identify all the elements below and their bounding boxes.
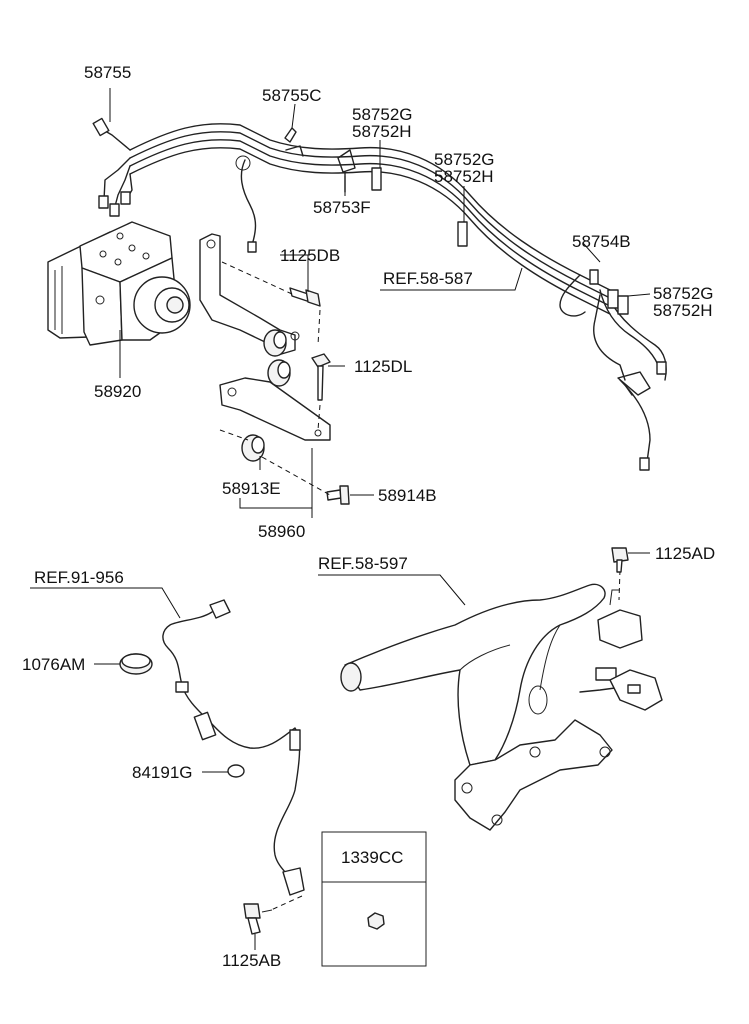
bolt-1125db-icon: [289, 287, 321, 307]
label-58752h-a: 58752H: [352, 122, 412, 141]
label-58752h-b: 58752H: [434, 167, 494, 186]
label-58960: 58960: [258, 522, 305, 541]
label-58752h-c: 58752H: [653, 301, 713, 320]
label-1125ad: 1125AD: [655, 544, 715, 563]
part-box-1339cc: [321, 831, 427, 967]
abs-bracket-icon: [199, 233, 331, 462]
label-1125ab: 1125AB: [222, 951, 281, 970]
label-58755c: 58755C: [262, 86, 322, 105]
grommet-1076am-icon: [119, 653, 153, 675]
label-ref-58-587: REF.58-587: [383, 269, 473, 288]
label-58752g-b: 58752G: [434, 150, 495, 169]
label-58755: 58755: [84, 63, 131, 82]
clip-84191g-icon: [227, 764, 245, 778]
label-58754b: 58754B: [572, 232, 631, 251]
label-1125db: 1125DB: [280, 246, 340, 265]
label-ref-91-956: REF.91-956: [34, 568, 124, 587]
label-1125dl: 1125DL: [354, 357, 412, 376]
bolt-1125ad-icon: [611, 547, 629, 573]
label-58752g-a: 58752G: [352, 105, 413, 124]
abs-hydraulic-unit-icon: [47, 221, 191, 346]
label-58752g-c: 58752G: [653, 284, 714, 303]
bolt-1125ab-icon: [243, 903, 273, 935]
parking-brake-lever-icon: [340, 583, 663, 831]
bolt-1125dl-icon: [311, 353, 331, 401]
label-1339cc: 1339CC: [341, 848, 403, 867]
wheel-speed-sensor-icon: [162, 599, 305, 896]
label-ref-58-597: REF.58-597: [318, 554, 408, 573]
label-84191g: 84191G: [132, 763, 193, 782]
label-1076am: 1076AM: [22, 655, 85, 674]
label-58913e: 58913E: [222, 479, 281, 498]
label-58753f: 58753F: [313, 198, 371, 217]
label-58914b: 58914B: [378, 486, 437, 505]
label-58920: 58920: [94, 382, 141, 401]
brake-tube-assembly-icon: [92, 117, 667, 471]
bolt-58914b-icon: [326, 485, 350, 505]
hex-nut-icon: [367, 912, 385, 930]
